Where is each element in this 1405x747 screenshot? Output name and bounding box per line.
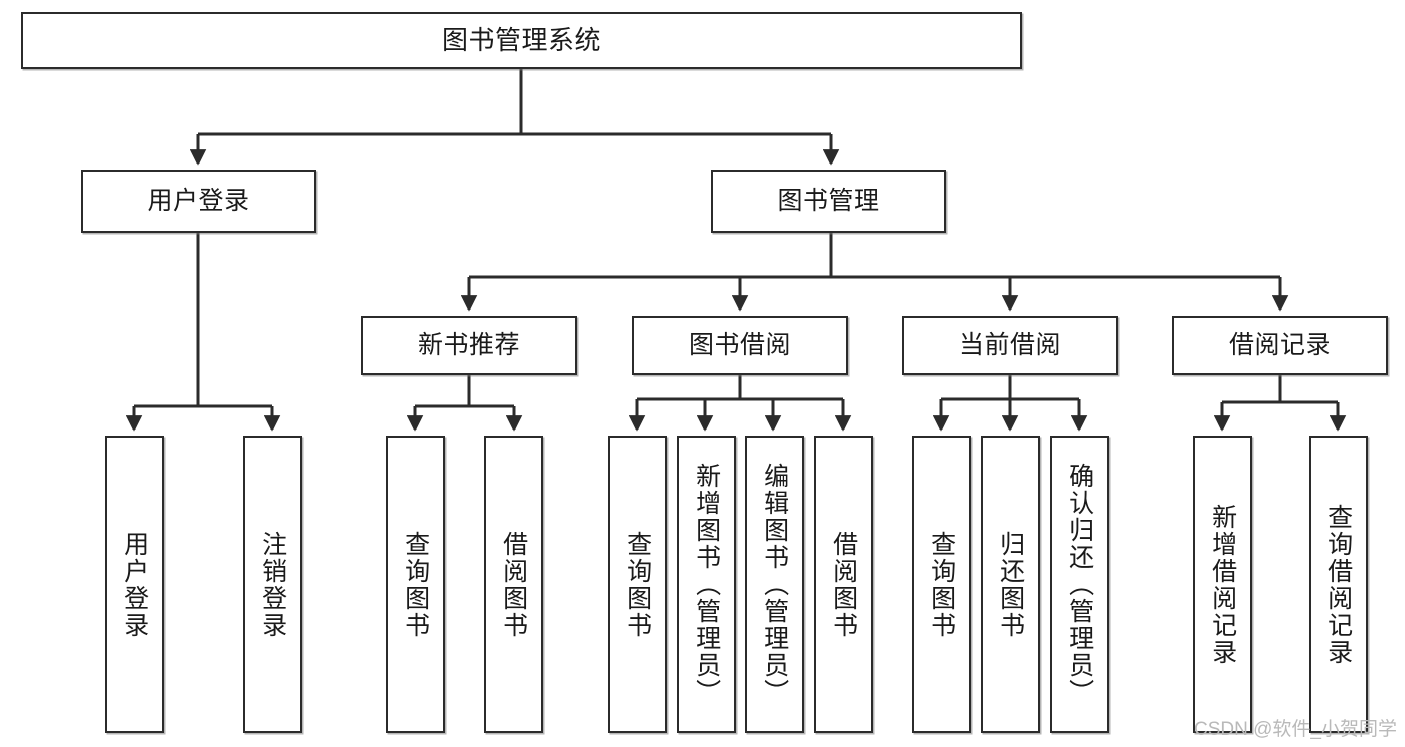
node-user-login[interactable]: 用户登录 (81, 170, 316, 233)
leaf-user-login-logout[interactable]: 注销登录 (243, 436, 302, 733)
node-label: 借阅记录 (1228, 330, 1331, 359)
node-label: 借阅图书 (499, 530, 528, 639)
node-label: 当前借阅 (958, 330, 1061, 359)
leaf-borrow-borrow-book[interactable]: 借阅图书 (814, 436, 873, 733)
node-label: 用户登录 (120, 530, 149, 639)
node-book-management[interactable]: 图书管理 (711, 170, 946, 233)
node-borrow-record[interactable]: 借阅记录 (1172, 316, 1388, 375)
node-label: 图书管理系统 (441, 25, 601, 56)
node-label: 查询借阅记录 (1324, 503, 1353, 666)
leaf-borrow-add-book-admin[interactable]: 新增图书（管理员） (677, 436, 736, 733)
node-label: 用户登录 (147, 186, 250, 215)
leaf-current-query-book[interactable]: 查询图书 (912, 436, 971, 733)
node-new-book-recommend[interactable]: 新书推荐 (361, 316, 577, 375)
node-label: 确认归还（管理员） (1065, 463, 1094, 706)
leaf-recommend-borrow-book[interactable]: 借阅图书 (484, 436, 543, 733)
node-label: 查询图书 (623, 530, 652, 639)
csdn-watermark: CSDN @软件_小贺同学 (1194, 719, 1397, 740)
node-label: 新增图书（管理员） (692, 463, 721, 706)
leaf-borrow-query-book[interactable]: 查询图书 (608, 436, 667, 733)
node-label: 注销登录 (258, 530, 287, 639)
node-label: 编辑图书（管理员） (760, 463, 789, 706)
leaf-current-return-book[interactable]: 归还图书 (981, 436, 1040, 733)
node-label: 归还图书 (996, 530, 1025, 639)
node-label: 图书管理 (777, 186, 880, 215)
leaf-recommend-query-book[interactable]: 查询图书 (386, 436, 445, 733)
node-label: 借阅图书 (829, 530, 858, 639)
node-label: 新增借阅记录 (1208, 503, 1237, 666)
node-book-borrow[interactable]: 图书借阅 (632, 316, 848, 375)
node-label: 查询图书 (401, 530, 430, 639)
leaf-user-login-login[interactable]: 用户登录 (105, 436, 164, 733)
node-label: 新书推荐 (417, 330, 520, 359)
node-current-borrow[interactable]: 当前借阅 (902, 316, 1118, 375)
node-label: 图书借阅 (688, 330, 791, 359)
leaf-record-query-record[interactable]: 查询借阅记录 (1309, 436, 1368, 733)
node-root-system[interactable]: 图书管理系统 (21, 12, 1022, 69)
leaf-borrow-edit-book-admin[interactable]: 编辑图书（管理员） (745, 436, 804, 733)
leaf-record-add-record[interactable]: 新增借阅记录 (1193, 436, 1252, 733)
leaf-current-confirm-return-admin[interactable]: 确认归还（管理员） (1050, 436, 1109, 733)
node-label: 查询图书 (927, 530, 956, 639)
